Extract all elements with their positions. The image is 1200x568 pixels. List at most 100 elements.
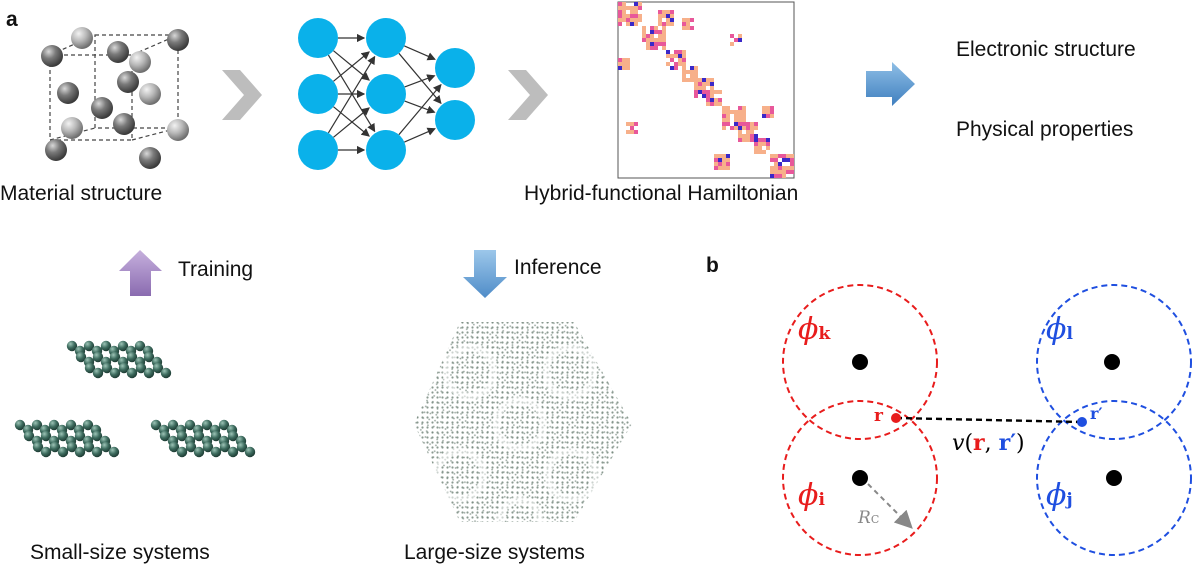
matrix-cell xyxy=(754,138,758,142)
matrix-cell xyxy=(666,62,670,66)
matrix-cell xyxy=(658,18,662,22)
matrix-cell xyxy=(622,18,626,22)
matrix-cell xyxy=(626,18,630,22)
matrix-cell xyxy=(674,50,678,54)
matrix-cell xyxy=(742,110,746,114)
matrix-cell xyxy=(778,162,782,166)
matrix-cell xyxy=(682,74,686,78)
matrix-cell xyxy=(742,122,746,126)
carbon-atom xyxy=(244,446,256,458)
matrix-cell xyxy=(658,42,662,46)
matrix-cell xyxy=(646,34,650,38)
matrix-cell xyxy=(738,38,742,42)
matrix-cell xyxy=(698,82,702,86)
matrix-cell xyxy=(658,10,662,14)
matrix-cell xyxy=(658,22,662,26)
matrix-cell xyxy=(690,26,694,30)
matrix-cell xyxy=(782,170,786,174)
carbon-atom xyxy=(66,340,78,352)
matrix-cell xyxy=(782,158,786,162)
matrix-cell xyxy=(770,106,774,110)
matrix-cell xyxy=(662,10,666,14)
carbon-atom xyxy=(40,446,52,458)
carbon-atom xyxy=(135,362,147,374)
matrix-cell xyxy=(790,166,794,170)
carbon-atom xyxy=(202,441,214,453)
matrix-cell xyxy=(718,154,722,158)
matrix-cell xyxy=(618,66,622,70)
network-edge xyxy=(398,83,442,136)
carbon-atom xyxy=(150,419,162,431)
matrix-cell xyxy=(706,102,710,106)
matrix-cell xyxy=(694,94,698,98)
carbon-atom xyxy=(100,441,112,453)
matrix-cell xyxy=(734,110,738,114)
matrix-cell xyxy=(634,2,638,6)
carbon-atom xyxy=(14,419,26,431)
matrix-cell xyxy=(634,22,638,26)
matrix-cell xyxy=(694,74,698,78)
matrix-cell xyxy=(774,174,778,178)
matrix-cell xyxy=(718,90,722,94)
matrix-cell xyxy=(670,22,674,26)
matrix-cell xyxy=(714,90,718,94)
matrix-cell xyxy=(626,58,630,62)
carbon-atom xyxy=(75,351,87,363)
matrix-cell xyxy=(758,146,762,150)
carbon-atom xyxy=(193,430,205,442)
matrix-cell xyxy=(690,18,694,22)
matrix-cell xyxy=(634,14,638,18)
matrix-cell xyxy=(630,130,634,134)
matrix-cell xyxy=(790,170,794,174)
matrix-cell xyxy=(746,122,750,126)
matrix-cell xyxy=(734,38,738,42)
network-edge xyxy=(333,107,370,138)
network-edge xyxy=(333,106,370,137)
matrix-cell xyxy=(690,74,694,78)
matrix-cell xyxy=(654,30,658,34)
matrix-cell xyxy=(782,154,786,158)
physical-properties-label: Physical properties xyxy=(956,118,1134,141)
matrix-cell xyxy=(690,66,694,70)
matrix-cell xyxy=(682,54,686,58)
matrix-cell xyxy=(694,82,698,86)
matrix-cell xyxy=(674,54,678,58)
matrix-cell xyxy=(618,22,622,26)
matrix-cell xyxy=(634,18,638,22)
matrix-cell xyxy=(718,162,722,166)
network-edge xyxy=(404,127,436,143)
matrix-cell xyxy=(682,18,686,22)
matrix-cell xyxy=(702,86,706,90)
matrix-cell xyxy=(782,174,786,178)
matrix-cell xyxy=(674,62,678,66)
matrix-cell xyxy=(694,70,698,74)
matrix-cell xyxy=(626,62,630,66)
matrix-cell xyxy=(626,66,630,70)
carbon-atom xyxy=(193,446,205,458)
carbon-atom xyxy=(57,446,69,458)
matrix-cell xyxy=(662,42,666,46)
matrix-cell xyxy=(622,66,626,70)
matrix-cell xyxy=(770,158,774,162)
carbon-atom xyxy=(57,430,69,442)
matrix-cell xyxy=(718,98,722,102)
carbon-atom xyxy=(126,351,138,363)
neuron xyxy=(366,74,406,114)
matrix-cell xyxy=(686,18,690,22)
carbon-atom xyxy=(101,362,113,374)
cutoff-radius-arrow xyxy=(867,483,913,529)
matrix-cell xyxy=(666,50,670,54)
matrix-cell xyxy=(710,82,714,86)
matrix-cell xyxy=(750,130,754,134)
carbon-atom xyxy=(92,351,104,363)
matrix-cell xyxy=(634,10,638,14)
matrix-cell xyxy=(758,150,762,154)
phi-i-label: ϕi xyxy=(798,478,825,513)
carbon-atom xyxy=(152,362,164,374)
matrix-cell xyxy=(658,30,662,34)
carbon-atom xyxy=(82,419,94,431)
orbital-i-circle xyxy=(782,400,938,556)
